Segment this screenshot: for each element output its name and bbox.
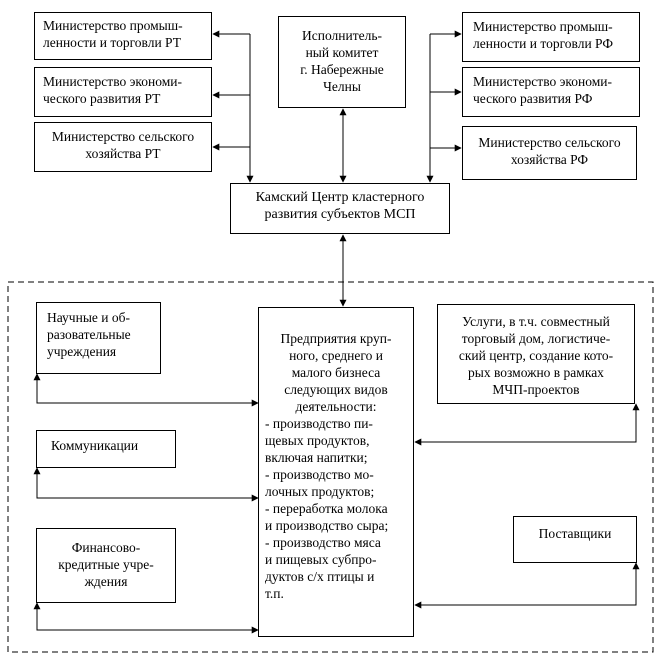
node-ispolkom: Исполнитель- ный комитет г. Набережные Ч… bbox=[278, 16, 406, 108]
node-min-selh-rt: Министерство сельского хозяйства РТ bbox=[34, 122, 212, 172]
predpriyatiya-activities-list: - производство пи- щевых продуктов, вклю… bbox=[265, 416, 389, 601]
node-min-selh-rf: Министерство сельского хозяйства РФ bbox=[462, 126, 637, 180]
arrow-finansovo-predpriyatiya bbox=[33, 602, 259, 634]
node-kamsky-center: Камский Центр кластерного развития субъе… bbox=[230, 183, 450, 234]
arrow-postavshiki-predpriyatiya bbox=[414, 562, 640, 609]
arrow-uslugi-predpriyatiya bbox=[414, 403, 640, 446]
node-min-prom-rf: Министерство промыш- ленности и торговли… bbox=[462, 12, 640, 62]
arrow-nauchnye-predpriyatiya bbox=[33, 373, 259, 407]
node-kommunikacii: Коммуникации bbox=[36, 430, 176, 468]
arrow-kommunikacii-predpriyatiya bbox=[33, 467, 259, 502]
node-min-econ-rt: Министерство экономи- ческого развития Р… bbox=[34, 67, 212, 117]
cluster-boundary bbox=[7, 281, 654, 653]
node-predpriyatiya: Предприятия круп- ного, среднего и малог… bbox=[258, 307, 414, 637]
node-min-econ-rf: Министерство экономи- ческого развития Р… bbox=[462, 67, 640, 117]
node-min-prom-rt: Министерство промыш- ленности и торговли… bbox=[34, 12, 212, 60]
node-finansovo: Финансово- кредитные учре- ждения bbox=[36, 528, 176, 603]
node-postavshiki: Поставщики bbox=[513, 516, 637, 563]
node-nauchnye: Научные и об- разовательные учреждения bbox=[36, 302, 161, 374]
predpriyatiya-title: Предприятия круп- ного, среднего и малог… bbox=[280, 331, 392, 414]
node-uslugi: Услуги, в т.ч. совместный торговый дом, … bbox=[437, 304, 635, 404]
